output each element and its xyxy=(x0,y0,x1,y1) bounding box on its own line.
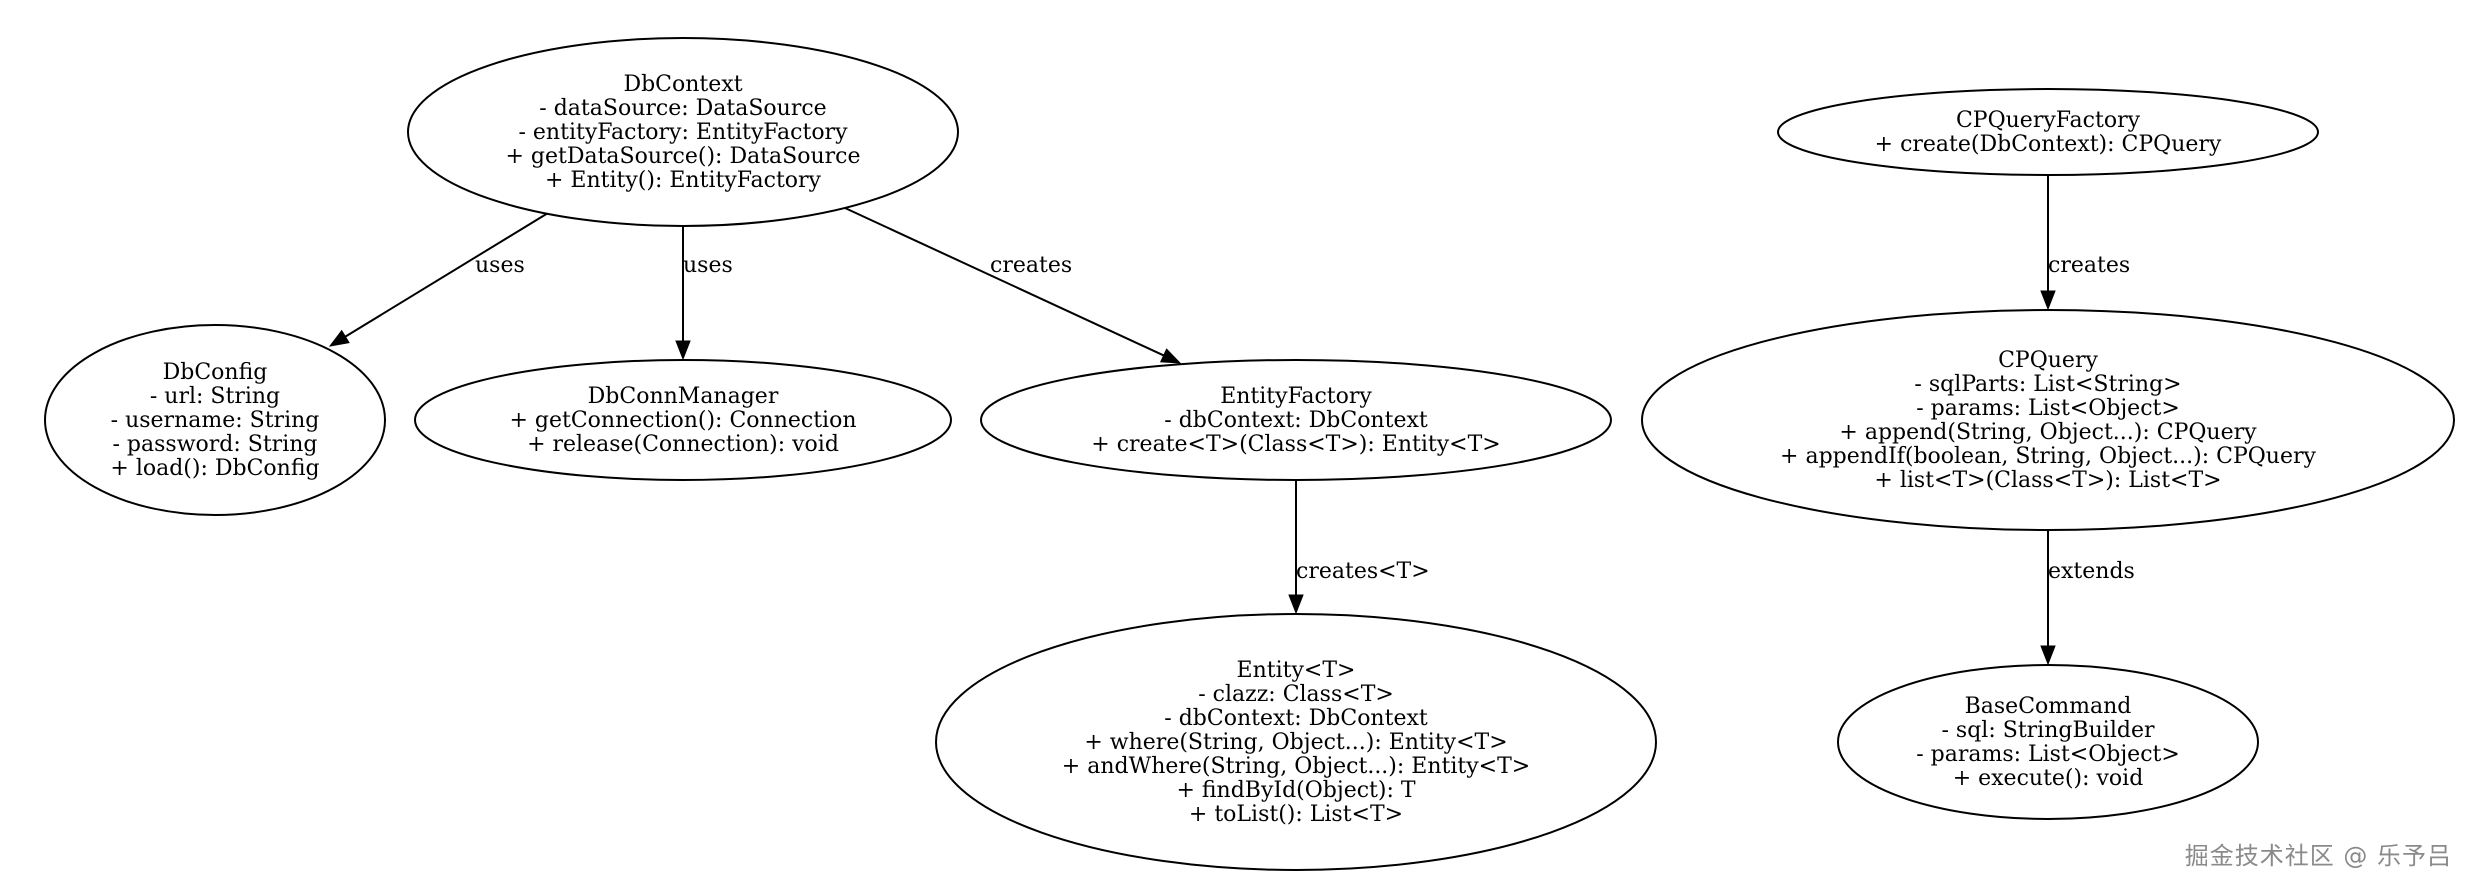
node-ellipse xyxy=(1641,309,2455,531)
node-dbconfig: DbConfig- url: String- username: String-… xyxy=(44,324,386,516)
node-member: - dbContext: DbContext xyxy=(1164,706,1428,731)
node-member: - username: String xyxy=(111,408,320,433)
node-title: EntityFactory xyxy=(1220,384,1372,409)
node-member: + andWhere(String, Object...): Entity<T> xyxy=(1062,754,1530,779)
watermark: 掘金技术社区 @ 乐予吕 xyxy=(2184,842,2452,870)
node-member: + appendIf(boolean, String, Object...): … xyxy=(1780,444,2316,469)
arrow-head xyxy=(675,340,691,361)
node-title: DbConnManager xyxy=(588,384,779,409)
node-ellipse xyxy=(44,324,386,516)
node-member: - url: String xyxy=(150,384,280,409)
node-ellipse xyxy=(407,37,959,227)
node-title: CPQuery xyxy=(1998,348,2098,373)
node-member: + Entity(): EntityFactory xyxy=(545,168,822,193)
node-member: - params: List<Object> xyxy=(1916,396,2180,421)
edge-cpqueryfactory-to-cpquery: creates xyxy=(2040,176,2130,311)
edge-entityfactory-to-entity: creates<T> xyxy=(1288,480,1430,615)
node-basecommand: BaseCommand- sql: StringBuilder- params:… xyxy=(1837,664,2259,820)
edge-dbcontext-to-dbconnmanager: uses xyxy=(675,227,733,361)
node-title: DbContext xyxy=(623,72,742,97)
edge-cpquery-to-basecommand: extends xyxy=(2040,531,2135,666)
node-ellipse xyxy=(935,613,1657,871)
node-member: + create<T>(Class<T>): Entity<T> xyxy=(1091,432,1500,457)
node-ellipse xyxy=(414,359,952,481)
node-member: + findById(Object): T xyxy=(1176,778,1415,803)
node-cpqueryfactory: CPQueryFactory+ create(DbContext): CPQue… xyxy=(1777,88,2319,176)
node-dbcontext: DbContext- dataSource: DataSource- entit… xyxy=(407,37,959,227)
node-member: - entityFactory: EntityFactory xyxy=(518,120,848,145)
edges-layer: uses uses creates creates<T> creates extends xyxy=(328,176,2135,666)
arrow-head xyxy=(2040,645,2056,666)
arrow-head xyxy=(1159,348,1182,364)
node-entityfactory: EntityFactory- dbContext: DbContext+ cre… xyxy=(980,359,1612,481)
node-ellipse xyxy=(1777,88,2319,176)
node-member: + execute(): void xyxy=(1953,766,2144,791)
arrow-head xyxy=(2040,290,2056,311)
node-title: DbConfig xyxy=(163,360,268,385)
node-member: + create(DbContext): CPQuery xyxy=(1875,132,2222,157)
node-cpquery: CPQuery- sqlParts: List<String>- params:… xyxy=(1641,309,2455,531)
node-member: + release(Connection): void xyxy=(527,432,839,457)
node-member: - sql: StringBuilder xyxy=(1942,718,2155,743)
node-title: CPQueryFactory xyxy=(1956,108,2141,133)
node-member: - dbContext: DbContext xyxy=(1164,408,1428,433)
edge-dbcontext-to-dbconfig: uses xyxy=(328,212,549,347)
node-member: - password: String xyxy=(112,432,317,457)
node-member: + getConnection(): Connection xyxy=(509,408,856,433)
node-entity: Entity<T>- clazz: Class<T>- dbContext: D… xyxy=(935,613,1657,871)
nodes-layer: DbContext- dataSource: DataSource- entit… xyxy=(44,37,2455,871)
node-member: + getDataSource(): DataSource xyxy=(505,144,860,169)
edge-label: creates xyxy=(2048,253,2130,278)
node-member: - dataSource: DataSource xyxy=(539,96,826,121)
edge-dbcontext-to-entityfactory: creates xyxy=(844,207,1182,364)
node-member: - params: List<Object> xyxy=(1916,742,2180,767)
node-member: - sqlParts: List<String> xyxy=(1914,372,2181,397)
node-title: Entity<T> xyxy=(1237,658,1356,683)
arrow-head xyxy=(328,329,350,347)
edge-label: uses xyxy=(475,253,525,278)
edge-line xyxy=(844,207,1165,357)
edge-label: uses xyxy=(683,253,733,278)
edge-line xyxy=(344,212,549,338)
node-member: + where(String, Object...): Entity<T> xyxy=(1084,730,1507,755)
node-ellipse xyxy=(1837,664,2259,820)
node-member: + load(): DbConfig xyxy=(110,456,319,481)
node-member: + list<T>(Class<T>): List<T> xyxy=(1874,468,2221,493)
edge-label: creates xyxy=(990,253,1072,278)
edge-label: extends xyxy=(2048,559,2135,584)
node-ellipse xyxy=(980,359,1612,481)
node-member: - clazz: Class<T> xyxy=(1198,682,1394,707)
node-member: + toList(): List<T> xyxy=(1189,802,1403,827)
node-member: + append(String, Object...): CPQuery xyxy=(1839,420,2257,445)
node-dbconnmanager: DbConnManager+ getConnection(): Connecti… xyxy=(414,359,952,481)
arrow-head xyxy=(1288,594,1304,615)
node-title: BaseCommand xyxy=(1965,694,2132,719)
edge-label: creates<T> xyxy=(1296,559,1430,584)
